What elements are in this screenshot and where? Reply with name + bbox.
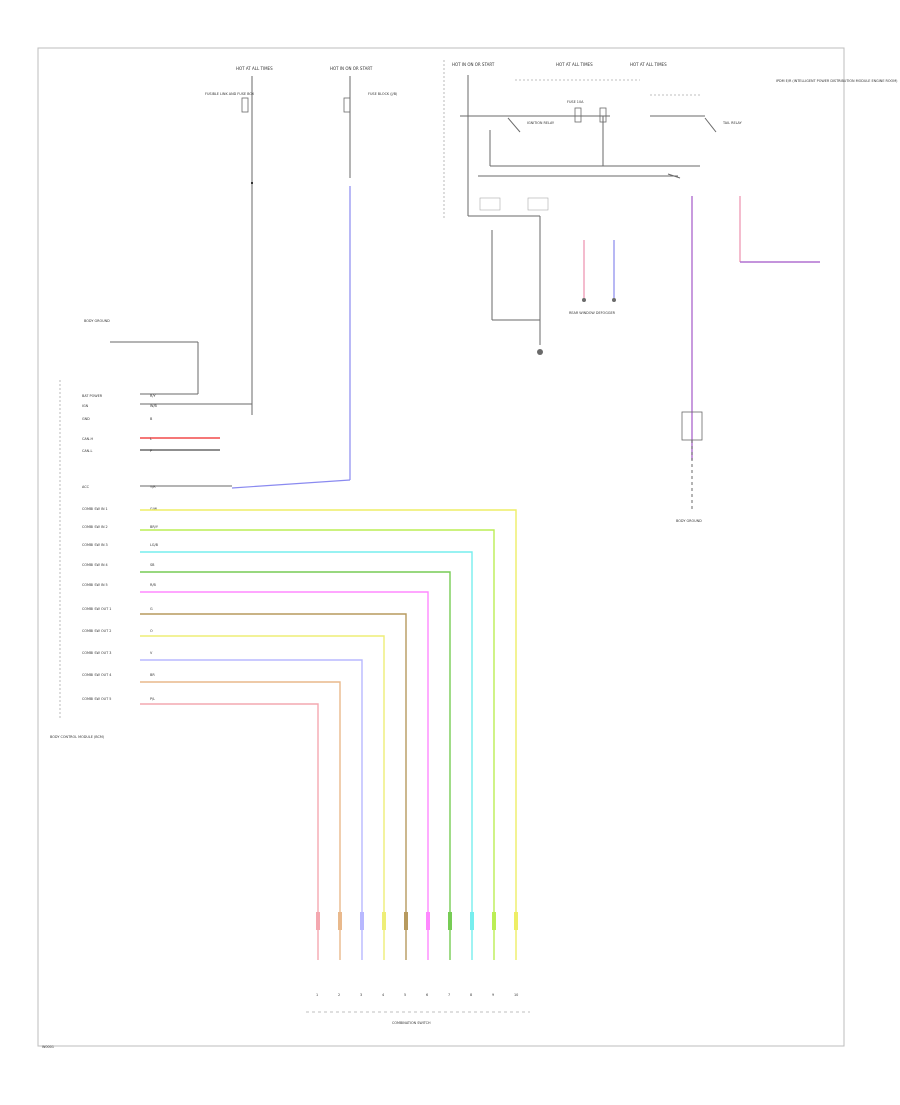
switch-wire xyxy=(140,681,341,960)
top-fuse-2-label: HOT IN ON OR START xyxy=(330,66,373,71)
switch-connector-icon xyxy=(404,912,408,930)
bcm-pin-label: ACC xyxy=(82,485,90,489)
switch-connector-icon xyxy=(514,912,518,930)
bcm-pin-label: CAN-H xyxy=(82,437,93,441)
switch-connector-icon xyxy=(360,912,364,930)
switch-wire xyxy=(140,613,407,960)
switch-terminal-label: 6 xyxy=(426,993,428,997)
bcm-wire-code: LG/B xyxy=(150,543,159,547)
fuse-icon xyxy=(241,97,249,113)
bcm-pin-label: COMBI SW OUT 5 xyxy=(82,697,111,701)
top-fuse-group-1: HOT AT ALL TIMES FUSIBLE LINK AND FUSE B… xyxy=(205,66,273,415)
switch-terminal-label: 5 xyxy=(404,993,406,997)
bcm-pin-label: CAN-L xyxy=(82,449,92,453)
bcm-pin-label: COMBI SW IN 2 xyxy=(82,525,108,529)
bcm-wire-code: B xyxy=(150,417,153,421)
bcm-pin-label: IGN xyxy=(82,404,89,408)
bcm-wire-code: V xyxy=(150,651,153,655)
rear-window-defogger-label: REAR WINDOW DEFOGGER xyxy=(569,311,616,315)
switch-connector-icon xyxy=(316,912,320,930)
left-ground-label: BODY GROUND xyxy=(84,319,110,323)
bcm-wire-code: P xyxy=(150,449,152,453)
relay-3-label: TAIL RELAY xyxy=(722,121,743,125)
bcm-pin-labels: BAT POWER R/Y IGN W/B GND B CAN-H L CAN-L P ACC Y/R… xyxy=(82,394,159,701)
bcm-pin-label: COMBI SW OUT 3 xyxy=(82,651,111,655)
switch-terminal-label: 8 xyxy=(470,993,472,997)
bcm-pin-label: COMBI SW IN 5 xyxy=(82,583,108,587)
top-fuse-group-2: HOT IN ON OR START FUSE BLOCK (J/B) xyxy=(231,66,398,489)
switch-connector-icon xyxy=(448,912,452,930)
bcm-pin-label: COMBI SW IN 1 xyxy=(82,507,108,511)
bcm-wire-code: SB xyxy=(150,563,155,567)
bcm-wire-code: Y/R xyxy=(150,485,156,489)
bcm-pin-label: COMBI SW IN 4 xyxy=(82,563,108,567)
fuse-block-2-label: FUSE BLOCK (J/B) xyxy=(368,92,398,96)
switch-terminal-label: 1 xyxy=(316,993,318,997)
bcm-pin-label: COMBI SW OUT 4 xyxy=(82,673,111,677)
bcm-pin-label: COMBI SW OUT 2 xyxy=(82,629,111,633)
bcm-wire-code: BR xyxy=(150,673,155,677)
fuse-icon xyxy=(574,107,582,123)
bcm-wire-code: L xyxy=(150,437,152,441)
switch-wire xyxy=(140,529,495,960)
switch-wire xyxy=(140,571,451,960)
diagram-frame xyxy=(37,47,845,1047)
switch-terminal-label: 3 xyxy=(360,993,362,997)
bcm-area: BODY GROUND BODY CONTROL MODULE (BCM) xyxy=(50,319,252,739)
top-fuse-3-label: HOT IN ON OR START xyxy=(452,62,495,67)
switch-terminal-label: 7 xyxy=(448,993,450,997)
switch-wire xyxy=(140,551,473,960)
switch-connector-icon xyxy=(426,912,430,930)
bcm-wire-code: R/Y xyxy=(150,394,156,398)
bcm-pin-label: COMBI SW OUT 1 xyxy=(82,607,111,611)
bcm-wire-code: G/W xyxy=(150,507,158,511)
relay-area: HOT IN ON OR START HOT AT ALL TIMES HOT … xyxy=(443,60,898,523)
bcm-wire-code: G xyxy=(150,607,153,611)
switch-connector-icon xyxy=(338,912,342,930)
fuse-block-1-label: FUSIBLE LINK AND FUSE BOX xyxy=(205,92,255,96)
bcm-wire-code: O xyxy=(150,629,153,633)
switch-terminal-label: 2 xyxy=(338,993,340,997)
bcm-pin-label: COMBI SW IN 3 xyxy=(82,543,108,547)
relay-1-switch xyxy=(507,117,521,133)
module-name: BODY CONTROL MODULE (BCM) xyxy=(50,735,105,739)
switch-wire xyxy=(140,591,429,960)
switch-wire xyxy=(140,635,385,960)
relay-2-label: FUSE 10A xyxy=(567,100,584,104)
switch-wire xyxy=(140,703,319,960)
switch-terminal-label: 4 xyxy=(382,993,384,997)
fuse-icon xyxy=(343,97,351,113)
switch-connector-icon xyxy=(470,912,474,930)
ground-bottom-label: BODY GROUND xyxy=(676,519,702,523)
relay-3-switch xyxy=(704,117,717,133)
switch-connector-icon xyxy=(492,912,496,930)
right-block-label: IPDM E/R (INTELLIGENT POWER DISTRIBUTION… xyxy=(776,79,898,83)
switch-wires: 1 2 3 4 5 6 7 8 9 10 xyxy=(140,509,518,997)
combination-switch-label: COMBINATION SWITCH xyxy=(392,1021,431,1025)
top-fuse-4-label: HOT AT ALL TIMES xyxy=(556,62,593,67)
switch-wire xyxy=(140,509,517,960)
switch-wire xyxy=(140,659,363,960)
bcm-wire-code: P/L xyxy=(150,697,155,701)
bcm-wire-code: BR/Y xyxy=(150,525,159,529)
top-fuse-1-label: HOT AT ALL TIMES xyxy=(236,66,273,71)
switch-terminal-label: 10 xyxy=(514,993,518,997)
bcm-pin-label: BAT POWER xyxy=(82,394,103,398)
diagram-code: W0001 xyxy=(42,1045,54,1049)
bcm-pin-label: GND xyxy=(82,417,90,421)
bcm-wire-code: R/B xyxy=(150,583,156,587)
top-fuse-5-label: HOT AT ALL TIMES xyxy=(630,62,667,67)
switch-connector-icon xyxy=(382,912,386,930)
relay-1-label: IGNITION RELAY xyxy=(527,121,555,125)
ground-point-icon xyxy=(537,349,543,355)
bcm-wire-code: W/B xyxy=(150,404,157,408)
switch-terminal-label: 9 xyxy=(492,993,494,997)
